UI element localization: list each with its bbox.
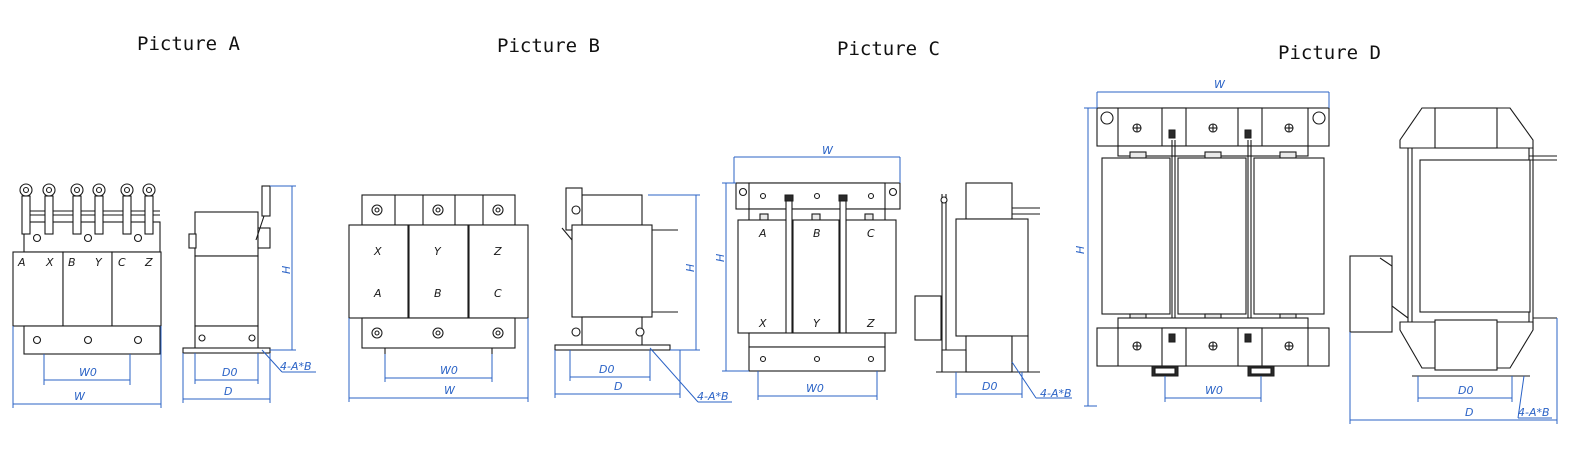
terminal-label: Y xyxy=(95,256,103,269)
terminal-label: A xyxy=(373,287,382,300)
title-picture-a: Picture A xyxy=(137,33,240,55)
b-side-base-clamp xyxy=(581,316,643,348)
dim-w0: W0 xyxy=(806,382,824,395)
picture-a-side-view: H D0 D 4-A*B xyxy=(182,185,316,403)
dim-d0: D0 xyxy=(982,380,997,393)
a-terminal-lugs xyxy=(19,183,156,235)
dim-d: D xyxy=(224,385,232,398)
title-picture-d: Picture D xyxy=(1278,42,1381,64)
dim-holes: 4-A*B xyxy=(1040,387,1072,400)
c-coil-1 xyxy=(737,219,789,334)
b-side-top-clamp xyxy=(581,194,643,226)
picture-b-side-view: H D0 D 4-A*B xyxy=(554,187,732,403)
d-coil-2 xyxy=(1177,157,1247,315)
terminal-label: Y xyxy=(813,317,821,330)
b-coil-3 xyxy=(468,224,529,319)
terminal-label: Z xyxy=(144,256,153,269)
dim-h: H xyxy=(1074,246,1087,254)
c-coil-2 xyxy=(792,219,840,334)
c-side-coil xyxy=(955,218,1029,337)
dim-holes: 4-A*B xyxy=(1518,406,1550,419)
d-coil-3 xyxy=(1253,157,1325,315)
terminal-label: X xyxy=(758,317,767,330)
bolt-icon xyxy=(32,233,42,243)
dim-w: W xyxy=(74,390,86,403)
terminal-label: X xyxy=(45,256,54,269)
a-coil-3 xyxy=(111,251,162,327)
dim-holes: 4-A*B xyxy=(280,360,312,373)
terminal-label: C xyxy=(118,256,126,269)
b-coil-1 xyxy=(348,224,409,319)
terminal-label: B xyxy=(68,256,76,269)
c-busbar xyxy=(839,199,847,351)
terminal-label: B xyxy=(434,287,442,300)
dim-h: H xyxy=(280,266,293,274)
title-picture-c: Picture C xyxy=(837,38,940,60)
terminal-label: X xyxy=(373,245,382,258)
a-coil-1 xyxy=(12,251,64,327)
dim-h: H xyxy=(714,254,727,262)
d-terminal-box xyxy=(1349,255,1393,333)
terminal-label: A xyxy=(17,256,26,269)
dim-holes: 4-A*B xyxy=(697,390,729,403)
dim-d0: D0 xyxy=(599,363,614,376)
terminal-label: C xyxy=(494,287,502,300)
dim-w: W xyxy=(444,384,456,397)
picture-a-front-view: A X B Y C Z W0 W xyxy=(12,183,162,408)
terminal-label: B xyxy=(813,227,821,240)
dim-d: D xyxy=(614,380,622,393)
b-coil-2 xyxy=(408,224,469,319)
c-terminal-box xyxy=(914,295,942,341)
dim-w: W xyxy=(822,144,834,157)
terminal-label: C xyxy=(867,227,875,240)
dim-h: H xyxy=(684,264,697,272)
dim-d: D xyxy=(1465,406,1473,419)
picture-d-front-view: W H W0 xyxy=(1074,78,1330,407)
dim-w0: W0 xyxy=(79,366,97,379)
a-side-coil xyxy=(194,255,259,327)
picture-d-side-view: D D0 4-A*B xyxy=(1349,107,1558,424)
dim-w0: W0 xyxy=(440,364,458,377)
picture-b-front-view: X Y Z A B C W0 W xyxy=(348,194,529,402)
bolt-icon xyxy=(133,233,143,243)
terminal-label: A xyxy=(758,227,767,240)
picture-c-side-view: D0 4-A*B xyxy=(914,182,1072,400)
c-busbar xyxy=(785,199,793,351)
terminal-label: Z xyxy=(866,317,875,330)
d-coil-1 xyxy=(1101,157,1171,315)
terminal-label: Y xyxy=(434,245,442,258)
c-side-top-clamp xyxy=(965,182,1013,220)
terminal-label: Z xyxy=(493,245,502,258)
dim-d0: D0 xyxy=(222,366,237,379)
bolt-icon xyxy=(83,233,93,243)
dim-w: W xyxy=(1214,78,1226,91)
b-side-coil xyxy=(571,224,653,318)
a-side-top-clamp xyxy=(194,211,259,257)
dim-w0: W0 xyxy=(1205,384,1223,397)
picture-c-front-view: A B C X Y Z W H W0 xyxy=(714,144,901,400)
title-picture-b: Picture B xyxy=(497,35,600,57)
d-side-coil xyxy=(1419,159,1531,313)
dim-d0: D0 xyxy=(1458,384,1473,397)
